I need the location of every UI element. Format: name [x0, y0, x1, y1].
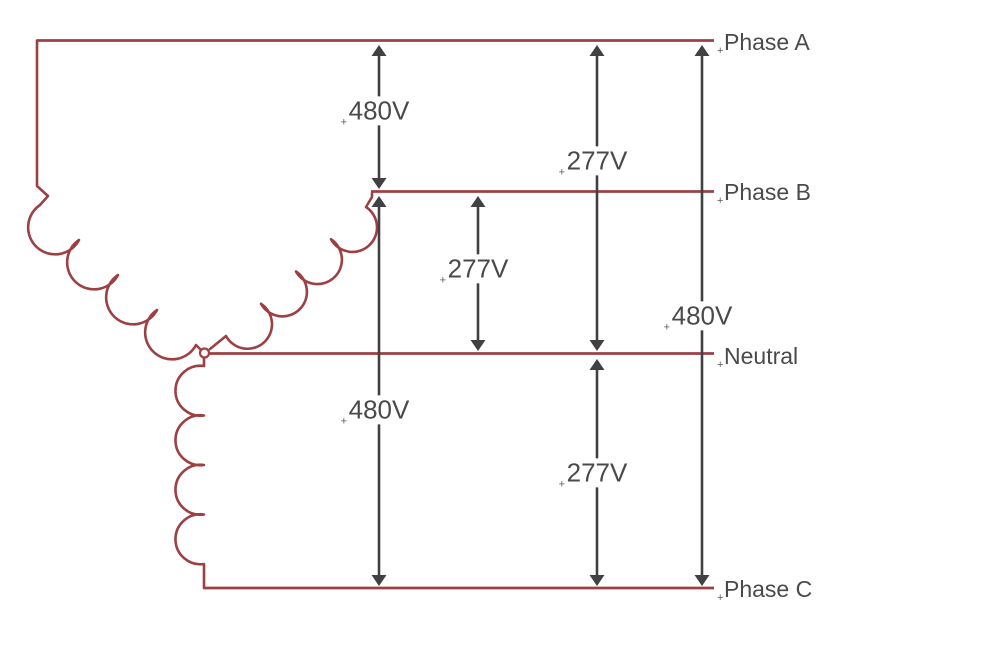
phase-lines-group	[37, 39, 714, 590]
anchor-plus-icon: +	[717, 358, 724, 371]
winding-coil-a	[26, 39, 202, 361]
anchor-plus-icon: +	[340, 116, 348, 129]
anchor-plus-icon: +	[340, 415, 348, 428]
arrow-head-up-icon	[589, 45, 605, 56]
arrow-head-down-icon	[470, 340, 486, 351]
phase-label-phase-b: +Phase B	[717, 178, 813, 206]
arrow-head-up-icon	[371, 196, 387, 207]
voltage-label-phase-a-to-phase-b: +480V	[341, 95, 413, 128]
winding-coil-c	[174, 356, 206, 590]
arrow-head-down-icon	[589, 340, 605, 351]
voltage-label-neutral-to-phase-c: +277V	[559, 457, 631, 490]
voltage-label-phase-a-to-neutral-text: 277V	[566, 145, 628, 176]
anchor-plus-icon: +	[717, 44, 724, 57]
phase-label-neutral: +Neutral	[717, 342, 801, 370]
voltage-label-phase-b-to-neutral: +277V	[440, 253, 512, 286]
neutral-junction-node	[198, 347, 211, 359]
phase-label-phase-b-text: Phase B	[724, 178, 811, 205]
arrow-head-up-icon	[371, 45, 387, 56]
voltage-arrow-phase-b-to-phase-c	[371, 196, 387, 586]
phase-label-phase-c-text: Phase C	[724, 575, 813, 602]
voltage-arrow-phase-a-to-neutral	[589, 45, 605, 351]
arrow-head-up-icon	[589, 359, 605, 370]
anchor-plus-icon: +	[439, 274, 447, 287]
phase-label-phase-c: +Phase C	[717, 575, 815, 603]
voltage-label-phase-a-to-phase-c: +480V	[664, 300, 736, 333]
voltage-label-neutral-to-phase-c-text: 277V	[566, 457, 628, 488]
voltage-label-phase-a-to-neutral: +277V	[559, 145, 631, 178]
arrow-head-down-icon	[371, 178, 387, 189]
transformer-windings	[26, 39, 379, 590]
phase-label-phase-a-text: Phase A	[724, 28, 810, 55]
voltage-label-phase-b-to-phase-c-text: 480V	[348, 394, 410, 425]
anchor-plus-icon: +	[663, 321, 671, 334]
anchor-plus-icon: +	[717, 591, 724, 604]
voltage-label-phase-a-to-phase-c-text: 480V	[671, 300, 733, 331]
voltage-label-phase-b-to-phase-c: +480V	[341, 394, 413, 427]
anchor-plus-icon: +	[558, 166, 566, 179]
arrow-head-up-icon	[470, 196, 486, 207]
winding-coil-b	[208, 191, 379, 351]
arrow-head-down-icon	[694, 575, 710, 586]
arrow-head-down-icon	[589, 575, 605, 586]
anchor-plus-icon: +	[717, 194, 724, 207]
phase-label-neutral-text: Neutral	[724, 342, 799, 369]
phase-label-phase-a: +Phase A	[717, 28, 812, 56]
voltage-arrows-group	[371, 45, 710, 586]
arrow-head-down-icon	[371, 575, 387, 586]
voltage-label-phase-a-to-phase-b-text: 480V	[348, 95, 410, 126]
anchor-plus-icon: +	[558, 478, 566, 491]
voltage-label-phase-b-to-neutral-text: 277V	[447, 253, 509, 284]
arrow-head-up-icon	[694, 45, 710, 56]
